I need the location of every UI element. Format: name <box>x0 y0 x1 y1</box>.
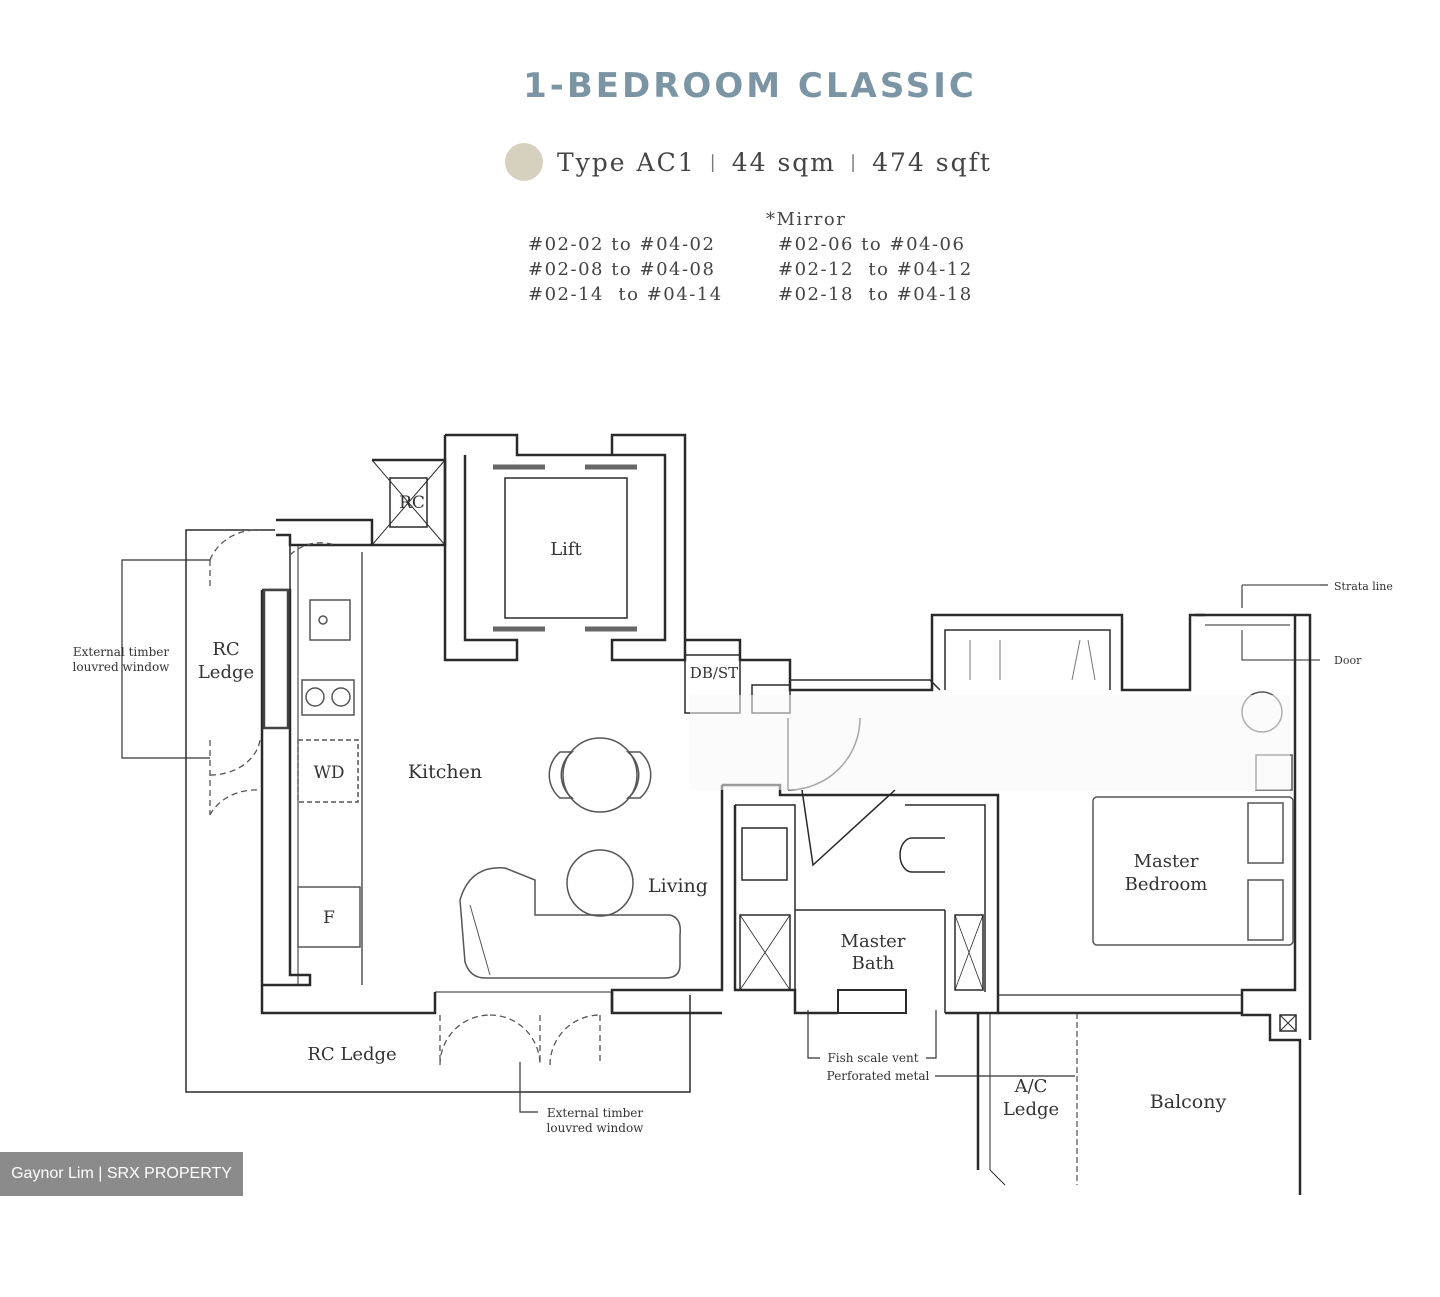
bed <box>1092 796 1294 946</box>
label-ac-ledge: A/C <box>1014 1076 1048 1097</box>
label-balcony: Balcony <box>1150 1091 1227 1113</box>
note-window-bottom: External timber <box>547 1106 644 1120</box>
east-wall <box>1195 613 1302 1195</box>
north-ledge-wall <box>276 518 374 547</box>
note-perforated: Perforated metal <box>827 1069 930 1083</box>
ledge-boundary <box>185 529 691 1093</box>
note-window-left: External timber <box>73 645 170 659</box>
fridge <box>297 886 361 948</box>
note-fish-scale: Fish scale vent <box>827 1051 918 1065</box>
basin <box>741 827 788 881</box>
label-fridge: F <box>323 908 335 928</box>
label-rc-shaft: RC <box>399 493 425 513</box>
label-master-bath: Master <box>841 931 906 952</box>
note-window-left: louvred window <box>73 660 171 674</box>
unit-type-label: Type AC1 <box>557 147 696 177</box>
label-rc-ledge-bottom: RC Ledge <box>307 1044 396 1065</box>
label-wd: WD <box>313 763 344 783</box>
label-master-bedroom: Master <box>1134 851 1199 872</box>
sink <box>309 599 351 641</box>
sofa <box>459 867 682 979</box>
label-living: Living <box>648 875 708 897</box>
separator: | <box>709 151 718 173</box>
label-master-bath: Bath <box>852 953 895 974</box>
note-door: Door <box>1334 654 1362 667</box>
toilet <box>899 837 945 873</box>
coffee-table <box>566 849 634 917</box>
unit-type-line: Type AC1 | 44 sqm | 474 sqft <box>505 142 992 182</box>
label-lift: Lift <box>550 539 582 560</box>
note-strata: Strata line <box>1334 580 1393 593</box>
washer-dryer <box>297 739 359 803</box>
label-ac-ledge: Ledge <box>1003 1099 1059 1120</box>
unit-list-left: #02-02 to #04-02 #02-08 to #04-08 #02-14… <box>528 232 723 307</box>
dining-table <box>562 737 638 813</box>
label-master-bedroom: Bedroom <box>1125 874 1208 895</box>
hob <box>301 679 355 716</box>
separator: | <box>850 151 859 173</box>
note-window-bottom: louvred window <box>547 1121 645 1135</box>
west-wall-outer <box>260 590 437 1015</box>
type-color-swatch <box>505 143 543 181</box>
area-sqm: 44 sqm <box>731 147 837 177</box>
label-rc-ledge-side: RC <box>212 639 239 660</box>
label-rc-ledge-side: Ledge <box>198 662 254 683</box>
label-kitchen: Kitchen <box>408 761 482 783</box>
shower-left <box>739 914 791 991</box>
unit-range: #02-18 to #04-18 <box>778 284 973 305</box>
shower-right <box>954 914 984 991</box>
label-db-st: DB/ST <box>690 664 738 682</box>
unit-list-mirror: *Mirror #02-06 to #04-06 #02-12 to #04-1… <box>766 207 973 307</box>
area-sqft: 474 sqft <box>872 147 992 177</box>
lift-core-wall <box>445 433 687 662</box>
unit-range: #02-02 to #04-02 <box>528 234 716 255</box>
north-corridor-wall <box>685 613 1205 692</box>
mirror-label: *Mirror <box>766 209 847 230</box>
unit-range: #02-14 to #04-14 <box>528 284 723 305</box>
unit-range: #02-06 to #04-06 <box>778 234 966 255</box>
lift-car <box>504 477 628 619</box>
unit-range: #02-12 to #04-12 <box>778 259 973 280</box>
unit-range: #02-08 to #04-08 <box>528 259 716 280</box>
watermark: Gaynor Lim | SRX PROPERTY <box>0 1152 243 1196</box>
plan-heading: 1-BEDROOM CLASSIC <box>523 66 977 106</box>
